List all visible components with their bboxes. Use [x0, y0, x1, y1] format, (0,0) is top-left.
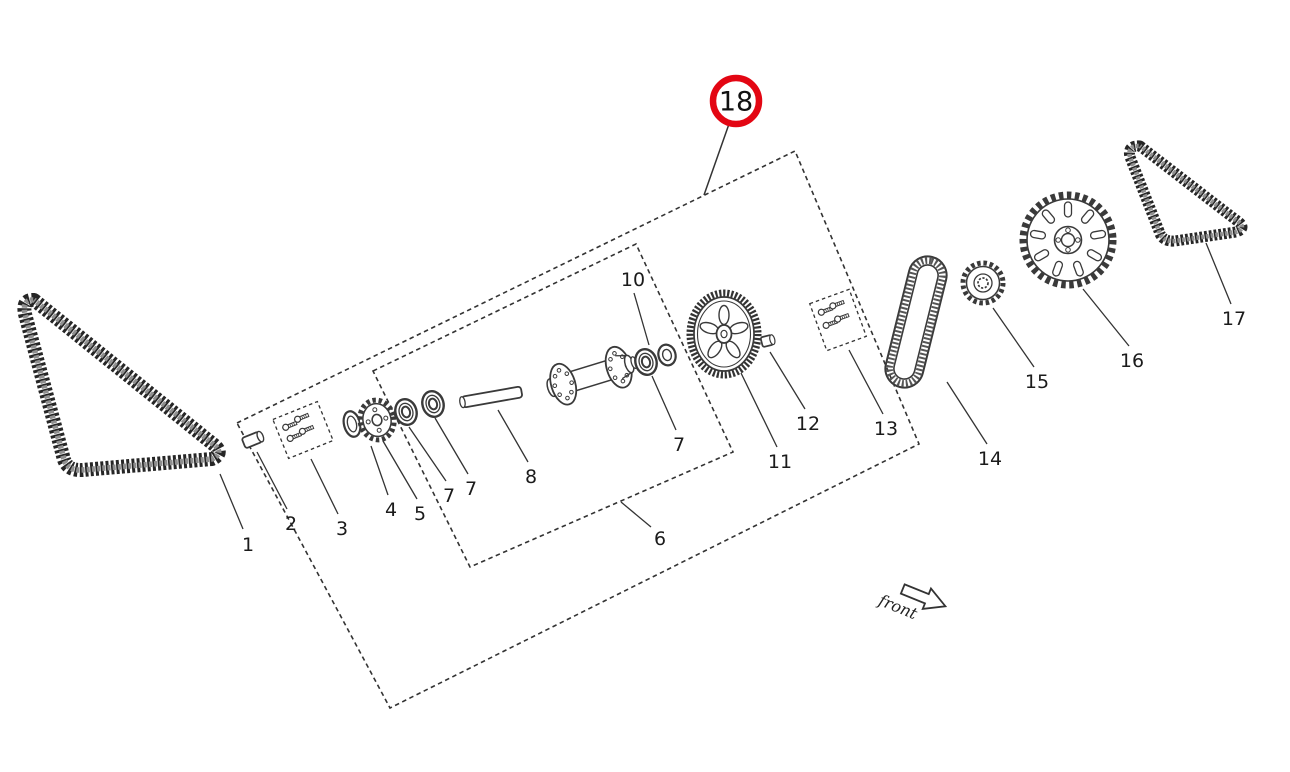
leader-line-8 [497, 409, 529, 463]
leader-line-12 [769, 351, 806, 410]
part-label-5: 5 [414, 503, 426, 525]
leader-line-2 [256, 451, 288, 510]
callout-18: 18 [703, 74, 763, 196]
part-label-10: 10 [621, 269, 645, 291]
callout-18-leader [703, 123, 730, 196]
leader-line-13 [848, 349, 884, 415]
part-label-14: 14 [978, 448, 1002, 470]
axle-part-8 [459, 385, 523, 409]
sprocket-part-16 [1019, 191, 1117, 289]
washer-part-10 [654, 341, 680, 369]
leader-line-4 [370, 445, 389, 496]
assembly-box-6-outline [371, 242, 735, 569]
leader-line-15 [992, 307, 1035, 368]
part-label-17: 17 [1222, 308, 1246, 330]
leader-lines [219, 242, 1232, 530]
bearing-part-7c [631, 345, 661, 379]
sprocket-part-4 [357, 397, 397, 443]
pulley-part-11 [686, 289, 762, 379]
sprocket-part-15 [960, 260, 1006, 306]
chain-part-17 [1124, 140, 1248, 247]
leader-line-14 [946, 381, 988, 445]
part-label-12: 12 [796, 413, 820, 435]
leader-line-6 [620, 501, 652, 528]
front-direction: front [875, 583, 948, 623]
belt-part-14 [884, 255, 948, 389]
leader-line-7b [434, 417, 469, 475]
callout-18-circle [709, 74, 763, 128]
part-label-3: 3 [336, 518, 348, 540]
leader-line-3 [310, 458, 339, 515]
part-label-13: 13 [874, 418, 898, 440]
leader-line-10 [633, 292, 650, 346]
part-label-15: 15 [1025, 371, 1049, 393]
chain-part-1 [17, 292, 226, 478]
part-label-8: 8 [525, 466, 537, 488]
part-label-7a: 7 [443, 485, 455, 507]
part-label-1: 1 [242, 534, 254, 556]
spacer-part-12 [760, 334, 776, 348]
leader-line-5 [382, 440, 418, 500]
part-labels: 1 2 3 4 5 7 7 8 6 7 10 11 12 13 14 15 16… [242, 269, 1246, 556]
bearing-part-7b [418, 387, 448, 421]
leader-line-7c [651, 375, 677, 431]
part-label-2: 2 [285, 513, 297, 535]
assembly-box-18-outline [235, 149, 921, 710]
screw-set-part-13 [808, 288, 868, 352]
leader-line-7a [408, 426, 447, 482]
part-label-7b: 7 [465, 478, 477, 500]
leader-line-11 [740, 372, 778, 448]
bushing-part-2 [241, 430, 265, 449]
part-label-11: 11 [768, 451, 792, 473]
callout-18-number: 18 [719, 87, 753, 118]
part-label-4: 4 [385, 499, 397, 521]
wheel-hub [546, 345, 638, 406]
part-label-6: 6 [654, 528, 666, 550]
screw-set-part-3 [272, 400, 334, 460]
leader-line-16 [1082, 288, 1130, 347]
part-label-7c: 7 [673, 434, 685, 456]
front-arrow-icon [899, 583, 948, 611]
leader-line-1 [219, 473, 244, 530]
leader-line-17 [1205, 242, 1232, 305]
ring-part-5 [342, 410, 362, 438]
part-label-16: 16 [1120, 350, 1144, 372]
